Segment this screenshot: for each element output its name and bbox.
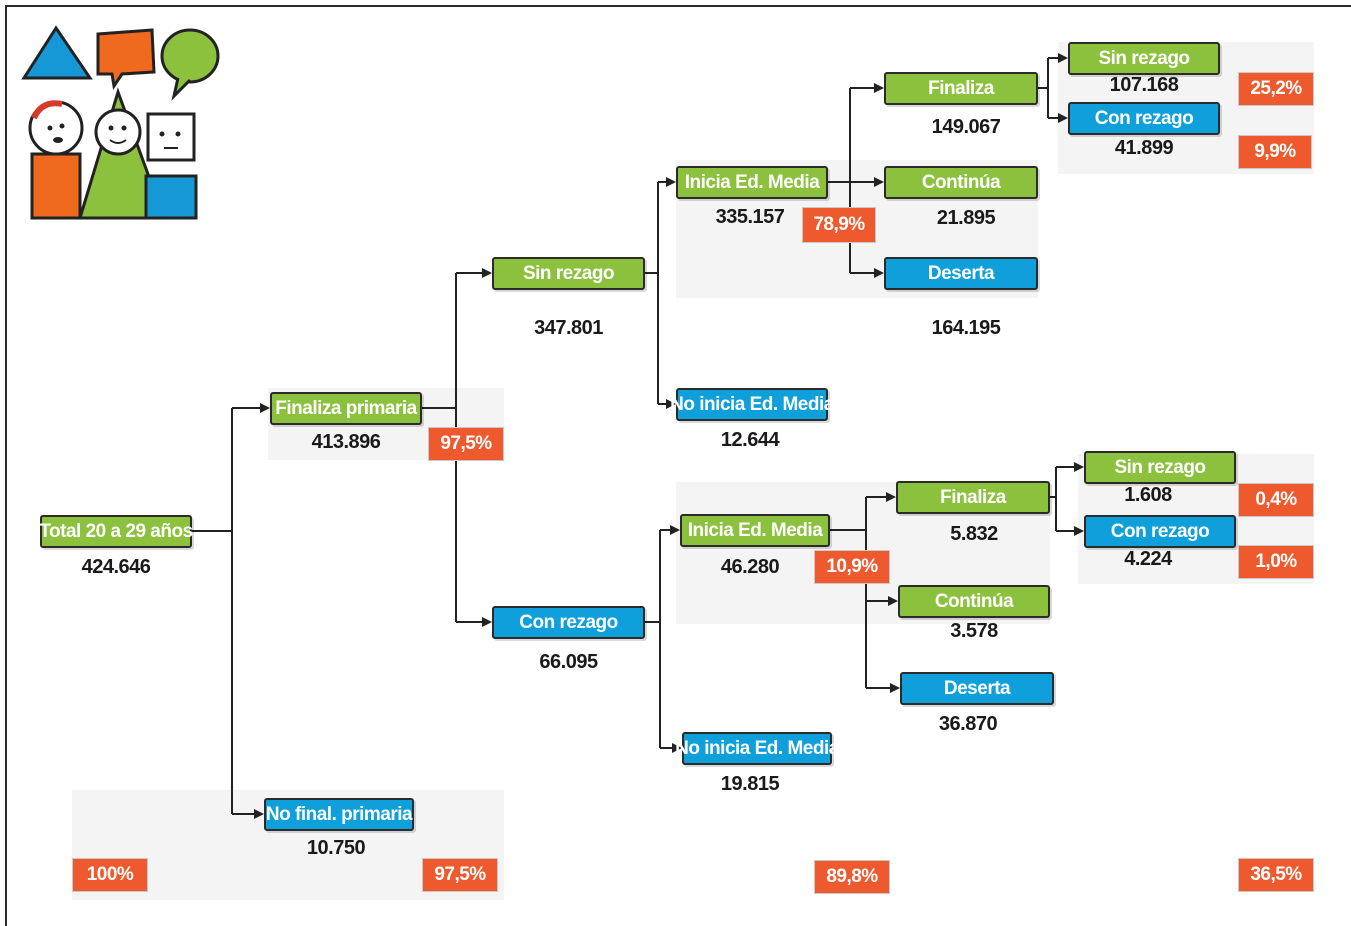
node-sin-rezago-value: 347.801 xyxy=(534,317,603,339)
node-con-rezago-value: 66.095 xyxy=(539,651,598,673)
node-sin-rezago: Sin rezago xyxy=(492,257,645,290)
node-cr-continua-label: Continúa xyxy=(934,590,1014,612)
node-cr-no-inicia-media-value: 19.815 xyxy=(720,773,780,795)
node-cr-fin-con-rezago: Con rezago xyxy=(1084,515,1236,548)
bottom-pct-level-3: 89,8% xyxy=(814,860,890,894)
node-total-value: 424.646 xyxy=(81,556,151,578)
node-cr-deserta-value: 36.870 xyxy=(938,713,998,735)
node-sr-inicia-media: Inicia Ed. Media xyxy=(676,166,828,199)
node-cr-finaliza-value: 5.832 xyxy=(950,523,998,545)
node-cr-deserta: Deserta xyxy=(900,672,1054,705)
node-cr-inicia-media-label: Inicia Ed. Media xyxy=(687,519,823,541)
node-con-rezago: Con rezago xyxy=(492,606,645,639)
people-chatting-illustration-icon xyxy=(21,25,220,220)
node-sr-fin-sin-rezago-value: 107.168 xyxy=(1109,74,1179,96)
node-sr-inicia-media-value: 335.157 xyxy=(715,206,785,228)
node-cr-inicia-media-value: 46.280 xyxy=(720,556,780,578)
node-sr-no-inicia-media-value: 12.644 xyxy=(720,429,780,451)
node-no-final-primaria-value: 10.750 xyxy=(306,837,366,859)
node-sr-no-inicia-media: No inicia Ed. Media xyxy=(670,388,834,421)
pct-cr-inicia-media: 10,9% xyxy=(814,550,890,584)
node-cr-finaliza: Finaliza xyxy=(896,481,1050,514)
node-sr-fin-con-rezago: Con rezago xyxy=(1068,102,1220,135)
node-cr-fin-con-rezago-label: Con rezago xyxy=(1110,520,1210,542)
node-sin-rezago-label: Sin rezago xyxy=(522,262,615,284)
node-cr-no-inicia-media: No inicia Ed. Media xyxy=(675,732,839,765)
node-finaliza-primaria-label: Finaliza primaria xyxy=(275,397,417,419)
node-cr-inicia-media: Inicia Ed. Media xyxy=(680,514,830,547)
node-sr-continua-value: 21.895 xyxy=(936,207,996,229)
node-sr-finaliza-value: 149.067 xyxy=(931,116,1001,138)
node-no-final-primaria: No final. primaria xyxy=(264,798,414,831)
pct-cr-fin-sin-rezago: 0,4% xyxy=(1238,483,1314,517)
node-finaliza-primaria-value: 413.896 xyxy=(311,431,381,453)
bottom-pct-level-1: 100% xyxy=(72,858,148,892)
bottom-pct-level-4: 36,5% xyxy=(1238,858,1314,892)
node-cr-fin-sin-rezago-value: 1.608 xyxy=(1124,484,1172,506)
node-cr-deserta-label: Deserta xyxy=(943,677,1011,699)
node-total: Total 20 a 29 años xyxy=(39,515,193,548)
node-cr-finaliza-label: Finaliza xyxy=(940,486,1006,508)
node-sr-deserta: Deserta xyxy=(884,257,1038,290)
node-sr-inicia-media-label: Inicia Ed. Media xyxy=(684,171,820,193)
node-total-label: Total 20 a 29 años xyxy=(39,520,193,542)
node-cr-no-inicia-media-label: No inicia Ed. Media xyxy=(675,737,839,759)
node-sr-finaliza-label: Finaliza xyxy=(928,77,994,99)
node-sr-finaliza: Finaliza xyxy=(884,72,1038,105)
node-sr-fin-con-rezago-value: 41.899 xyxy=(1114,137,1174,159)
node-cr-continua-value: 3.578 xyxy=(950,620,998,642)
diagram-frame xyxy=(5,5,1351,926)
node-cr-fin-sin-rezago: Sin rezago xyxy=(1084,451,1236,484)
node-sr-deserta-label: Deserta xyxy=(927,262,995,284)
node-cr-fin-sin-rezago-label: Sin rezago xyxy=(1114,456,1206,478)
node-cr-fin-con-rezago-value: 4.224 xyxy=(1124,548,1172,570)
pct-sr-inicia-media: 78,9% xyxy=(802,207,876,243)
node-sr-fin-sin-rezago-label: Sin rezago xyxy=(1098,47,1190,69)
node-con-rezago-label: Con rezago xyxy=(519,611,618,633)
bottom-pct-level-2: 97,5% xyxy=(422,858,498,892)
node-cr-continua: Continúa xyxy=(898,585,1050,618)
node-sr-fin-sin-rezago: Sin rezago xyxy=(1068,42,1220,75)
node-sr-no-inicia-media-label: No inicia Ed. Media xyxy=(670,393,834,415)
pct-sr-fin-con-rezago: 9,9% xyxy=(1238,135,1312,169)
node-sr-deserta-value: 164.195 xyxy=(931,317,1001,339)
node-no-final-primaria-label: No final. primaria xyxy=(265,803,413,825)
node-finaliza-primaria: Finaliza primaria xyxy=(270,392,422,425)
node-sr-continua: Continúa xyxy=(884,166,1038,199)
pct-finaliza-primaria: 97,5% xyxy=(428,427,504,461)
node-sr-continua-label: Continúa xyxy=(921,171,1001,193)
node-sr-fin-con-rezago-label: Con rezago xyxy=(1094,107,1194,129)
pct-cr-fin-con-rezago: 1,0% xyxy=(1238,545,1314,579)
pct-sr-fin-sin-rezago: 25,2% xyxy=(1238,72,1314,106)
